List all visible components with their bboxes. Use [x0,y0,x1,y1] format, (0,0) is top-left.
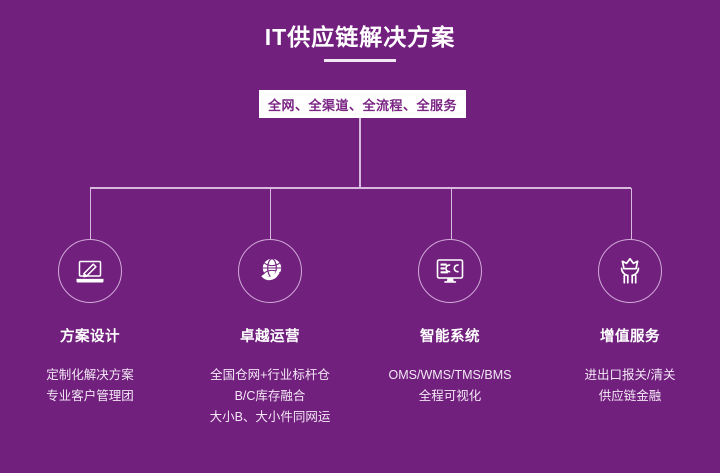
laptop-pencil-icon [76,260,104,283]
pillar-desc-line: 大小B、大小件同网运 [209,410,331,424]
connector-drop-3 [450,188,452,240]
icon-circle-4 [598,239,662,303]
pillar-desc-line: 定制化解决方案 [46,368,134,382]
connector-drop-2 [269,188,271,240]
page-title: IT供应链解决方案 [264,24,456,50]
pillar-desc-1: 定制化解决方案 专业客户管理团 [46,365,134,407]
pillar-desc-line: 供应链金融 [598,389,662,403]
connector-drop-1 [89,188,91,240]
pillar-column-value-added: 增值服务 进出口报关/清关 供应链金融 [540,239,720,428]
pillar-desc-line: 全国仓网+行业标杆仓 [210,368,330,382]
pillar-column-plan-design: 方案设计 定制化解决方案 专业客户管理团 [0,239,180,428]
pillar-desc-3: OMS/WMS/TMS/BMS 全程可视化 [389,365,512,407]
pillar-desc-line: 进出口报关/清关 [584,368,676,382]
pillar-title-3: 智能系统 [420,329,480,345]
pillar-desc-4: 进出口报关/清关 供应链金融 [585,365,676,407]
connector-drop-4 [630,188,632,240]
pillar-columns: 方案设计 定制化解决方案 专业客户管理团 [0,239,720,428]
pillar-desc-line: 专业客户管理团 [46,389,134,403]
icon-circle-3 [418,239,482,303]
icon-circle-2 [238,239,302,303]
pillar-desc-line: 全程可视化 [418,389,482,403]
monitor-chart-icon [436,259,464,283]
pillar-title-1: 方案设计 [60,329,120,345]
pillar-column-smart-system: 智能系统 OMS/WMS/TMS/BMS 全程可视化 [360,239,540,428]
connector-horizontal-bar [90,187,631,189]
pillar-desc-line: B/C库存融合 [234,389,306,403]
subtitle-badge-label: 全网、全渠道、全流程、全服务 [267,97,457,113]
pillar-title-4: 增值服务 [600,329,660,345]
pillar-desc-line: OMS/WMS/TMS/BMS [388,368,512,382]
globe-arrow-icon [261,258,282,281]
pillar-title-2: 卓越运营 [240,329,300,345]
hands-crown-icon [620,257,640,284]
title-underline-divider [324,59,396,62]
pillar-desc-2: 全国仓网+行业标杆仓 B/C库存融合 大小B、大小件同网运 [210,365,331,428]
pillar-column-operations: 卓越运营 全国仓网+行业标杆仓 B/C库存融合 大小B、大小件同网运 [180,239,360,428]
icon-circle-1 [58,239,122,303]
connector-stem [359,118,361,188]
subtitle-badge: 全网、全渠道、全流程、全服务 [259,90,466,118]
